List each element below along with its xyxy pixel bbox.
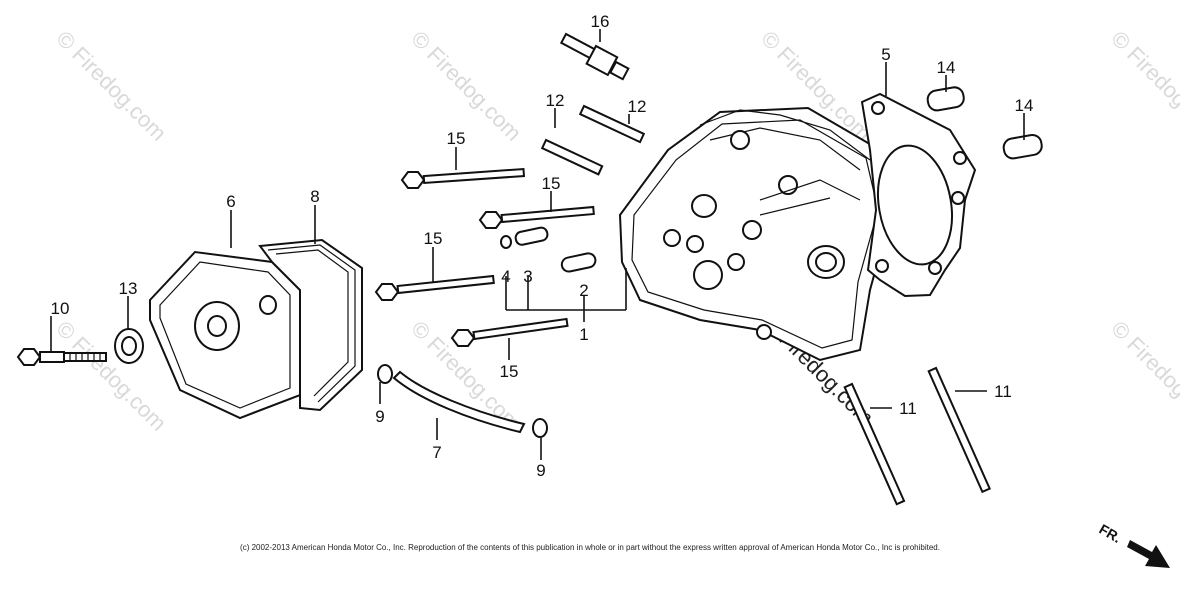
callout-9-left: 9 xyxy=(375,407,384,426)
callout-11-left: 11 xyxy=(899,399,917,418)
copyright-notice: (c) 2002-2013 American Honda Motor Co., … xyxy=(240,543,940,552)
cylinder-head-part-1 xyxy=(618,106,894,362)
dowel-part-14-top xyxy=(926,86,965,112)
callout-15-top: 15 xyxy=(447,129,466,148)
watermark-text: © Firedog.com xyxy=(51,26,171,146)
callout-5: 5 xyxy=(881,45,890,64)
watermark-text: © Firedog.com xyxy=(51,316,171,436)
bolt-part-15-mid xyxy=(478,205,595,229)
ring-part-4 xyxy=(500,235,512,249)
watermark-text: © Firedog.com xyxy=(406,26,526,146)
breather-tube-part-7 xyxy=(392,370,526,434)
dowel-part-2 xyxy=(560,252,597,273)
bolt-part-10 xyxy=(16,348,107,366)
callout-10: 10 xyxy=(51,299,70,318)
bolt-part-15-bottom xyxy=(450,317,569,347)
callout-15-mid: 15 xyxy=(542,174,561,193)
stud-part-11-left xyxy=(843,382,906,506)
callout-16: 16 xyxy=(591,12,610,31)
callout-14-top: 14 xyxy=(937,58,956,77)
callout-1: 1 xyxy=(579,325,588,344)
gasket-part-8 xyxy=(258,238,363,412)
callout-12-right: 12 xyxy=(628,97,647,116)
head-cover-part-6 xyxy=(149,250,301,420)
callout-15-bottom: 15 xyxy=(500,362,519,381)
washer-part-13 xyxy=(114,328,144,364)
stud-part-12-left xyxy=(540,138,604,176)
dowel-part-14-right xyxy=(1002,133,1043,160)
callout-6: 6 xyxy=(226,192,235,211)
head-gasket-part-5 xyxy=(860,92,977,298)
leader-lines xyxy=(50,29,1025,460)
callout-4: 4 xyxy=(501,267,510,286)
dowel-part-3 xyxy=(514,226,549,246)
stud-part-12-right xyxy=(578,104,646,144)
clip-part-9-right xyxy=(532,418,548,438)
callouts: 1 2 3 4 5 6 7 8 9 9 10 11 11 12 12 13 14… xyxy=(51,12,1034,480)
callout-14-right: 14 xyxy=(1015,96,1034,115)
spark-plug-part-16 xyxy=(559,32,630,81)
stud-part-11-right xyxy=(927,366,992,494)
watermark-text: © Firedog.com xyxy=(1106,316,1180,436)
callout-13: 13 xyxy=(119,279,138,298)
bolt-part-15-top xyxy=(400,167,526,189)
callout-15-left: 15 xyxy=(424,229,443,248)
callout-2: 2 xyxy=(579,281,588,300)
watermark-text: © Firedog.com xyxy=(1106,26,1180,146)
callout-12-left: 12 xyxy=(546,91,565,110)
bolt-part-15-left xyxy=(374,274,495,301)
clip-part-9-left xyxy=(377,364,393,384)
callout-3: 3 xyxy=(523,267,532,286)
callout-7: 7 xyxy=(432,443,441,462)
callout-8: 8 xyxy=(310,187,319,206)
callout-11-right: 11 xyxy=(994,382,1012,401)
callout-9-right: 9 xyxy=(536,461,545,480)
